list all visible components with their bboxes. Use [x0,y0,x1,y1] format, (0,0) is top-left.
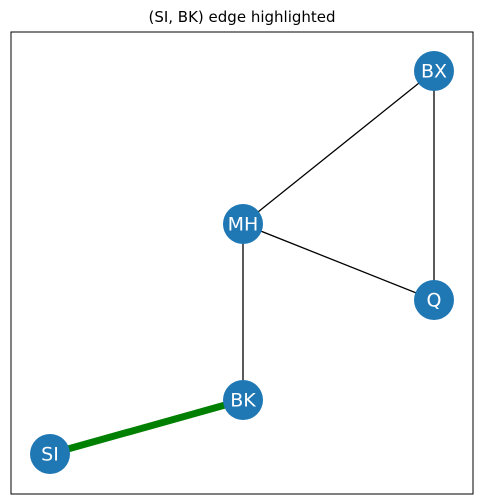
plot-title: (SI, BK) edge highlighted [148,8,336,26]
node-label: BX [421,61,447,83]
node-bx: BX [414,51,454,91]
edge-si-bk-highlighted [49,396,244,458]
node-circle [30,434,70,474]
nodes-layer: BX MH Q BK SI [30,51,454,474]
node-mh: MH [223,204,263,244]
edge-mh-q [242,223,435,301]
node-q: Q [414,280,454,320]
node-circle [223,380,263,420]
plot-frame [10,31,474,495]
node-circle [223,204,263,244]
node-label: Q [427,290,442,312]
node-circle [414,280,454,320]
node-label: SI [41,444,59,466]
node-label: BK [230,390,256,412]
node-circle [414,51,454,91]
node-label: MH [228,214,259,236]
node-bk: BK [223,380,263,420]
edges-layer [49,70,435,458]
node-si: SI [30,434,70,474]
edge-bx-mh [242,70,435,225]
